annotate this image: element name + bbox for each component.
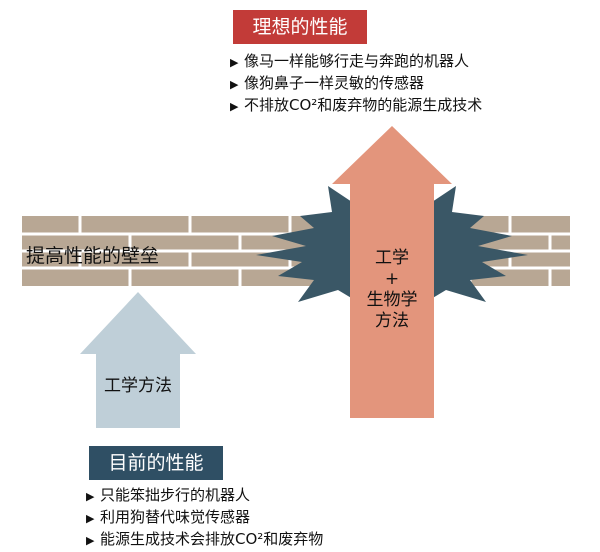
list-item: ▶ 能源生成技术会排放CO²和废弃物 — [86, 528, 323, 550]
combined-method-arrow — [332, 126, 452, 418]
list-item: ▶ 像狗鼻子一样灵敏的传感器 — [230, 72, 482, 94]
bullet-triangle-icon: ▶ — [230, 56, 239, 69]
combined-method-label: 工学 + 生物学 方法 — [344, 248, 440, 332]
bullet-triangle-icon: ▶ — [86, 512, 95, 525]
list-item-text: 只能笨拙步行的机器人 — [100, 486, 251, 504]
wall-label: 提高性能的壁垒 — [26, 245, 160, 267]
list-item: ▶ 像马一样能够行走与奔跑的机器人 — [230, 50, 482, 72]
list-item: ▶ 利用狗替代味觉传感器 — [86, 506, 323, 528]
ideal-performance-badge: 理想的性能 — [233, 10, 367, 44]
current-performance-list: ▶ 只能笨拙步行的机器人 ▶ 利用狗替代味觉传感器 ▶ 能源生成技术会排放CO²和废弃… — [86, 484, 323, 550]
list-item-text: 像狗鼻子一样灵敏的传感器 — [244, 74, 425, 92]
combined-line-engineering: 工学 — [375, 248, 409, 268]
engineering-method-label: 工学方法 — [104, 376, 172, 396]
current-performance-badge: 目前的性能 — [89, 446, 223, 480]
list-item: ▶ 只能笨拙步行的机器人 — [86, 484, 323, 506]
list-item-text: 不排放CO²和废弃物的能源生成技术 — [244, 96, 483, 114]
combined-line-method: 方法 — [375, 311, 409, 331]
bullet-triangle-icon: ▶ — [86, 534, 95, 547]
bullet-triangle-icon: ▶ — [86, 490, 95, 503]
list-item: ▶ 不排放CO²和废弃物的能源生成技术 — [230, 94, 482, 116]
combined-line-biology: 生物学 — [366, 290, 418, 310]
bullet-triangle-icon: ▶ — [230, 78, 239, 91]
list-item-text: 利用狗替代味觉传感器 — [100, 508, 251, 526]
ideal-performance-list: ▶ 像马一样能够行走与奔跑的机器人 ▶ 像狗鼻子一样灵敏的传感器 ▶ 不排放CO²和废… — [230, 50, 482, 116]
list-item-text: 能源生成技术会排放CO²和废弃物 — [100, 530, 324, 548]
list-item-text: 像马一样能够行走与奔跑的机器人 — [244, 52, 470, 70]
combined-line-plus: + — [384, 269, 400, 289]
bullet-triangle-icon: ▶ — [230, 100, 239, 113]
engineering-method-arrow — [80, 292, 196, 428]
